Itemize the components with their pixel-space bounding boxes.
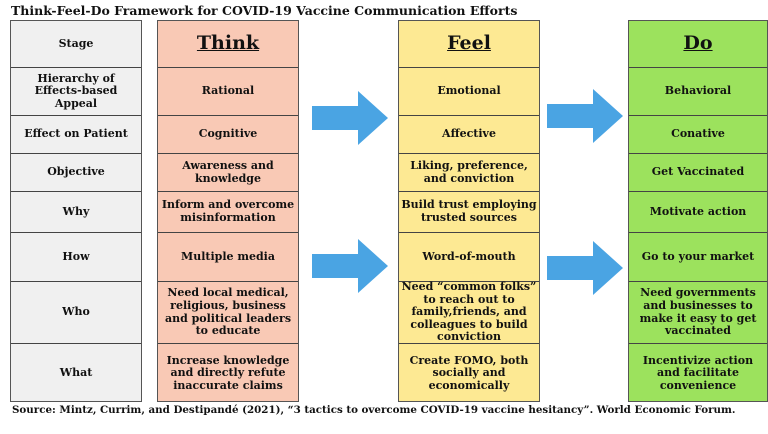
- feel-cell-4: Build trust employing trusted sources: [399, 192, 539, 233]
- do-cell-3: Get Vaccinated: [629, 154, 767, 192]
- do-cell-7: Incentivize action and facilitate conven…: [642, 353, 754, 392]
- do-cell-1: Behavioral: [629, 68, 767, 116]
- think-cell-7: Increase knowledge and directly refute i…: [166, 353, 290, 392]
- source-citation: Source: Mintz, Currim, and Destipandé (2…: [12, 404, 736, 416]
- stage-cell-3: Objective: [11, 154, 141, 192]
- think-cell-header: Think: [158, 21, 298, 68]
- feel-cell-5: Word-of-mouth: [399, 233, 539, 282]
- stage-cell-6: Who: [11, 282, 141, 344]
- feel-cell-1: Emotional: [399, 68, 539, 116]
- do-cell-5: Go to your market: [629, 233, 767, 282]
- stage-cell-7: What: [59, 366, 93, 380]
- do-cell-header: Do: [629, 21, 767, 68]
- do-cell-6: Need governments and businesses to make …: [629, 282, 767, 344]
- do-cell-4: Motivate action: [629, 192, 767, 233]
- figure-title: Think-Feel-Do Framework for COVID-19 Vac…: [11, 3, 518, 18]
- think-cell-2: Cognitive: [158, 116, 298, 154]
- think-cell-5: Multiple media: [158, 233, 298, 282]
- feel-cell-6: Need “common folks” to reach out to fami…: [399, 280, 539, 344]
- arrow-right-icon: [547, 89, 623, 143]
- think-cell-1: Rational: [158, 68, 298, 116]
- feel-cell-3: Liking, preference, and conviction: [399, 154, 539, 192]
- arrow-right-icon: [312, 239, 388, 293]
- stage-cell-header: Stage: [11, 21, 141, 68]
- feel-cell-7: Create FOMO, both socially and economica…: [409, 353, 529, 392]
- do-cell-2: Conative: [629, 116, 767, 154]
- feel-cell-header: Feel: [399, 21, 539, 68]
- think-cell-6: Need local medical, religious, business …: [158, 282, 298, 344]
- arrow-right-icon: [312, 91, 388, 145]
- stage-cell-1: Hierarchy of Effects-based Appeal: [11, 68, 141, 116]
- think-cell-4: Inform and overcome misinformation: [158, 192, 298, 233]
- stage-cell-2: Effect on Patient: [11, 116, 141, 154]
- stage-cell-5: How: [11, 233, 141, 282]
- stage-cell-4: Why: [11, 192, 141, 233]
- think-cell-3: Awareness and knowledge: [158, 154, 298, 192]
- feel-cell-2: Affective: [399, 116, 539, 154]
- arrow-right-icon: [547, 241, 623, 295]
